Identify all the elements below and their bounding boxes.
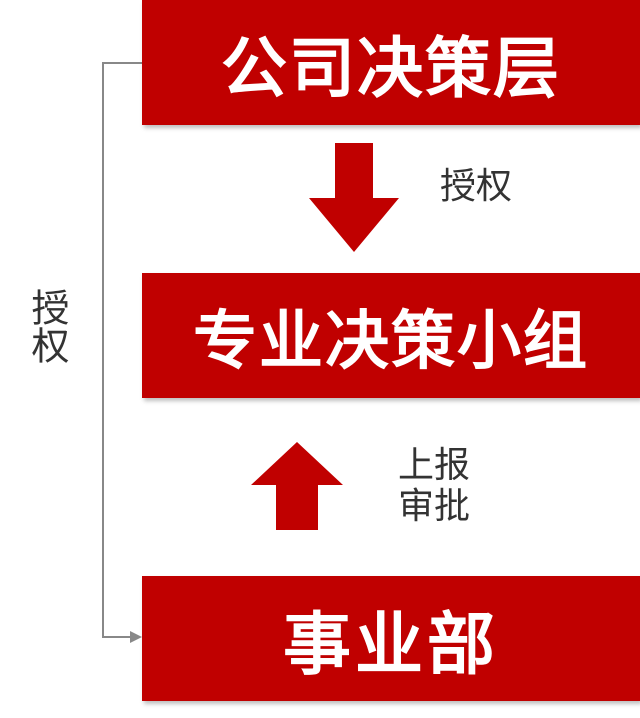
node-professional-decision-group: 专业决策小组 bbox=[142, 273, 640, 398]
edge-label-authorize-down: 授权 bbox=[440, 166, 513, 207]
edge-label-report-approval: 上报审批 bbox=[398, 445, 471, 528]
node-business-unit: 事业部 bbox=[142, 576, 640, 701]
edge-label-authorize-side: 授权 bbox=[25, 288, 69, 364]
side-connector-arrowhead bbox=[130, 631, 142, 643]
node-bottom-label: 事业部 bbox=[282, 606, 499, 685]
node-middle-label: 专业决策小组 bbox=[193, 304, 589, 379]
side-connector-line bbox=[102, 62, 142, 638]
up-arrow-icon bbox=[251, 442, 343, 530]
node-top-label: 公司决策层 bbox=[221, 29, 561, 107]
node-company-decision-layer: 公司决策层 bbox=[142, 0, 640, 125]
down-arrow-icon bbox=[309, 143, 399, 252]
